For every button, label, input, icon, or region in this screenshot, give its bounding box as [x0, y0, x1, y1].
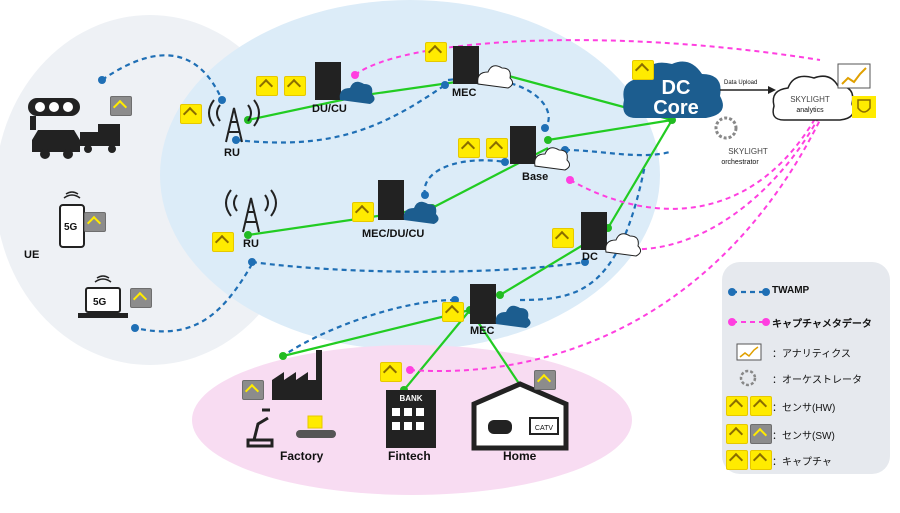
legend-capture-label: ：キャプチャ [772, 457, 832, 468]
legend-orchestrator: ：オーケストレータ [722, 368, 890, 388]
ru-top-label: RU [224, 147, 240, 159]
sensor-hw-icon [750, 396, 772, 416]
capture-icon [726, 450, 748, 470]
twamp-dots [98, 76, 589, 332]
factory-label: Factory [280, 449, 324, 463]
orchestrator-gear-icon: SKYLIGHT orchestrator [714, 116, 768, 166]
sensor-hw-icon [380, 362, 402, 382]
sensor-hw-icon [284, 76, 306, 96]
sensor-sw-icon [534, 370, 556, 390]
ru-mid-label: RU [243, 238, 259, 250]
dc-label: DC [582, 251, 598, 263]
ru-mid-tower-icon [225, 189, 277, 233]
skylight-orch-sub: orchestrator [721, 159, 759, 166]
data-upload-arrow: Data Upload [720, 80, 776, 94]
sensor-sw-icon [750, 424, 772, 444]
dc-core-line1: DC [662, 77, 691, 99]
legend-twamp-label: TWAMP [772, 285, 810, 296]
sensor-sw-icon [84, 212, 106, 232]
sensor-sw-icon [130, 288, 152, 308]
sensor-hw-icon [632, 60, 654, 80]
legend: TWAMP キャプチャメタデータ ：アナリティクス ：オーケストレータ ：センサ… [722, 262, 890, 474]
du-cu-node-icon [315, 62, 375, 104]
sensor-sw-icon [110, 96, 132, 116]
skylight-analytics-brand: SKYLIGHT [790, 95, 830, 104]
sensor-hw-icon [552, 228, 574, 248]
sensor-sw-icon [242, 380, 264, 400]
shield-badge-icon [852, 96, 876, 118]
mec-top-label: MEC [452, 87, 477, 99]
meta-line-sample [728, 318, 770, 326]
legend-sensor-sw: ：センサ(SW) [722, 424, 890, 444]
analytics-chart-icon [837, 63, 871, 89]
bank-text: BANK [399, 394, 422, 403]
skylight-analytics-sub: analytics [796, 107, 824, 114]
bank-icon: BANK [386, 390, 436, 448]
legend-sensor-sw-label: ：センサ(SW) [772, 431, 835, 442]
legend-orchestrator-label: ：オーケストレータ [772, 375, 862, 386]
orchestrator-gear-icon [739, 369, 757, 387]
ru-top-tower-icon [208, 99, 260, 143]
twamp-line-sample [728, 288, 770, 296]
skylight-orch-brand: SKYLIGHT [728, 147, 768, 156]
sensor-sw-alt-icon [726, 424, 748, 444]
sensor-hw-icon [726, 396, 748, 416]
dc-core-line2: Core [653, 97, 699, 119]
phone-5g-label: 5G [64, 222, 78, 233]
meta-dots [351, 71, 574, 374]
truck-icon [80, 124, 120, 153]
legend-analytics-label: ：アナリティクス [772, 349, 851, 360]
mec-du-cu-label: MEC/DU/CU [362, 228, 424, 240]
base-label: Base [522, 171, 548, 183]
du-cu-label: DU/CU [312, 103, 347, 115]
twamp-links [101, 54, 671, 357]
legend-capture-meta-label: キャプチャメタデータ [772, 319, 872, 330]
capture-icon [750, 450, 772, 470]
legend-twamp: TWAMP [722, 282, 890, 302]
laptop-5g-label: 5G [93, 297, 107, 308]
legend-capture: ：キャプチャ [722, 450, 890, 470]
laptop-icon: 5G [78, 275, 128, 318]
mec-du-cu-node-icon [378, 180, 439, 224]
legend-capture-meta: キャプチャメタデータ [722, 312, 890, 332]
legend-sensor-hw-label: ：センサ(HW) [772, 403, 836, 414]
sensor-hw-icon [352, 202, 374, 222]
sensor-hw-icon [256, 76, 278, 96]
sensor-hw-icon [458, 138, 480, 158]
mec-bottom-node-icon [470, 284, 531, 328]
phone-icon: 5G [59, 191, 85, 248]
ue-label: UE [24, 249, 39, 261]
core-region [160, 0, 660, 350]
traffic-light-car-icon [28, 98, 80, 159]
capture-meta-links [354, 39, 821, 373]
fintech-label: Fintech [388, 449, 431, 463]
legend-sensor-hw: ：センサ(HW) [722, 396, 890, 416]
home-icon: CATV [471, 381, 569, 451]
catv-text: CATV [535, 425, 553, 432]
legend-analytics: ：アナリティクス [722, 342, 890, 362]
sensor-hw-icon [180, 104, 202, 124]
home-label: Home [503, 449, 537, 463]
sensor-hw-icon [486, 138, 508, 158]
analytics-chart-icon [736, 343, 762, 361]
base-node-icon [510, 126, 571, 171]
mec-top-node-icon [453, 46, 514, 89]
sensor-hw-icon [212, 232, 234, 252]
dc-node-icon [581, 212, 642, 257]
data-upload-label: Data Upload [724, 80, 757, 86]
sensor-hw-icon [442, 302, 464, 322]
sensor-hw-icon [425, 42, 447, 62]
mec-bottom-label: MEC [470, 325, 495, 337]
factory-icon [246, 350, 336, 448]
